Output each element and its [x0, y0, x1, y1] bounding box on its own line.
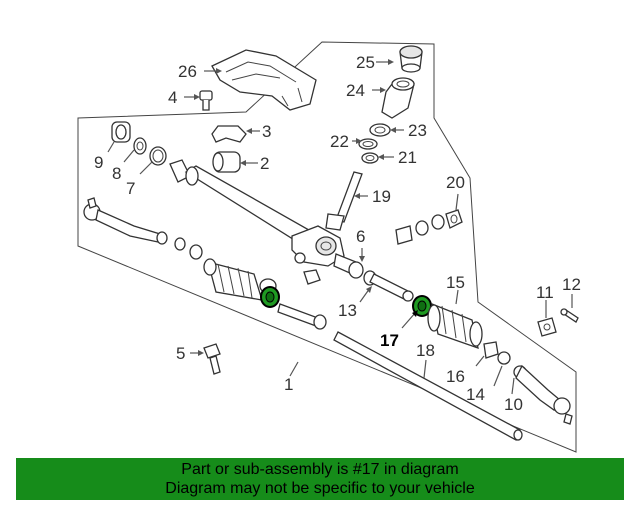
callout-15: 15	[446, 273, 465, 292]
callout-19: 19	[372, 187, 391, 206]
bolt-part	[199, 90, 213, 111]
callout-7: 7	[126, 179, 135, 198]
heat-shield-part	[211, 49, 317, 111]
callout-14: 14	[466, 385, 485, 404]
callout-10: 10	[504, 395, 523, 414]
callout-13: 13	[338, 301, 357, 320]
bearing-part	[369, 123, 391, 137]
callout-12: 12	[562, 275, 581, 294]
steering-gear-exploded-diagram: 26 4 3 2 9 8 7 25 24 23 22 21 19 20 6 13…	[77, 41, 581, 453]
seal-part	[133, 137, 147, 155]
callout-5: 5	[176, 344, 185, 363]
bushing-part	[212, 151, 241, 173]
banner-line-disclaimer: Diagram may not be specific to your vehi…	[165, 480, 475, 497]
right-nut-part	[483, 341, 511, 365]
callout-2: 2	[260, 154, 269, 173]
callout-11: 11	[536, 283, 554, 302]
left-nut-part	[174, 237, 203, 260]
cotter-pin-part	[560, 308, 579, 323]
callout-6: 6	[356, 227, 365, 246]
washer-part	[361, 152, 379, 164]
nut-part	[303, 269, 321, 285]
boot-clamp-left-part	[260, 286, 280, 308]
callout-20: 20	[446, 173, 465, 192]
callout-26: 26	[178, 62, 197, 81]
pinion-shaft-part	[325, 171, 363, 231]
boot-right-part	[427, 302, 483, 349]
callout-24: 24	[346, 81, 365, 100]
cap-part	[111, 121, 131, 143]
o-ring-part	[149, 146, 167, 166]
inner-tie-rod-left-part	[277, 303, 327, 330]
lock-nut-part	[348, 261, 364, 279]
top-cap-part	[399, 45, 423, 73]
callout-8: 8	[112, 164, 121, 183]
banner-line-part: Part or sub-assembly is #17 in diagram	[181, 461, 459, 478]
assembly-outline	[77, 41, 577, 453]
clamp-part	[211, 125, 247, 143]
outer-tie-rod-left-part	[83, 197, 168, 245]
adjuster-part	[395, 209, 463, 245]
seal-ring-part	[358, 138, 378, 150]
callout-4: 4	[168, 88, 177, 107]
callout-3: 3	[262, 122, 271, 141]
rack-bar-part	[333, 331, 523, 441]
mounting-bolt-part	[203, 343, 221, 375]
callout-16: 16	[446, 367, 465, 386]
callout-17: 17	[380, 331, 399, 350]
callout-21: 21	[398, 148, 417, 167]
part-info-banner: Part or sub-assembly is #17 in diagram D…	[16, 458, 624, 500]
inner-tie-rod-right-part	[363, 270, 414, 302]
callout-25: 25	[356, 53, 375, 72]
callout-9: 9	[94, 153, 103, 172]
leader-lines	[107, 59, 573, 395]
callout-22: 22	[330, 132, 349, 151]
castle-nut-part	[537, 317, 557, 337]
callout-23: 23	[408, 121, 427, 140]
callout-18: 18	[416, 341, 435, 360]
valve-body-part	[381, 77, 415, 119]
callout-1: 1	[284, 375, 293, 394]
outer-tie-rod-right-part	[513, 364, 573, 425]
